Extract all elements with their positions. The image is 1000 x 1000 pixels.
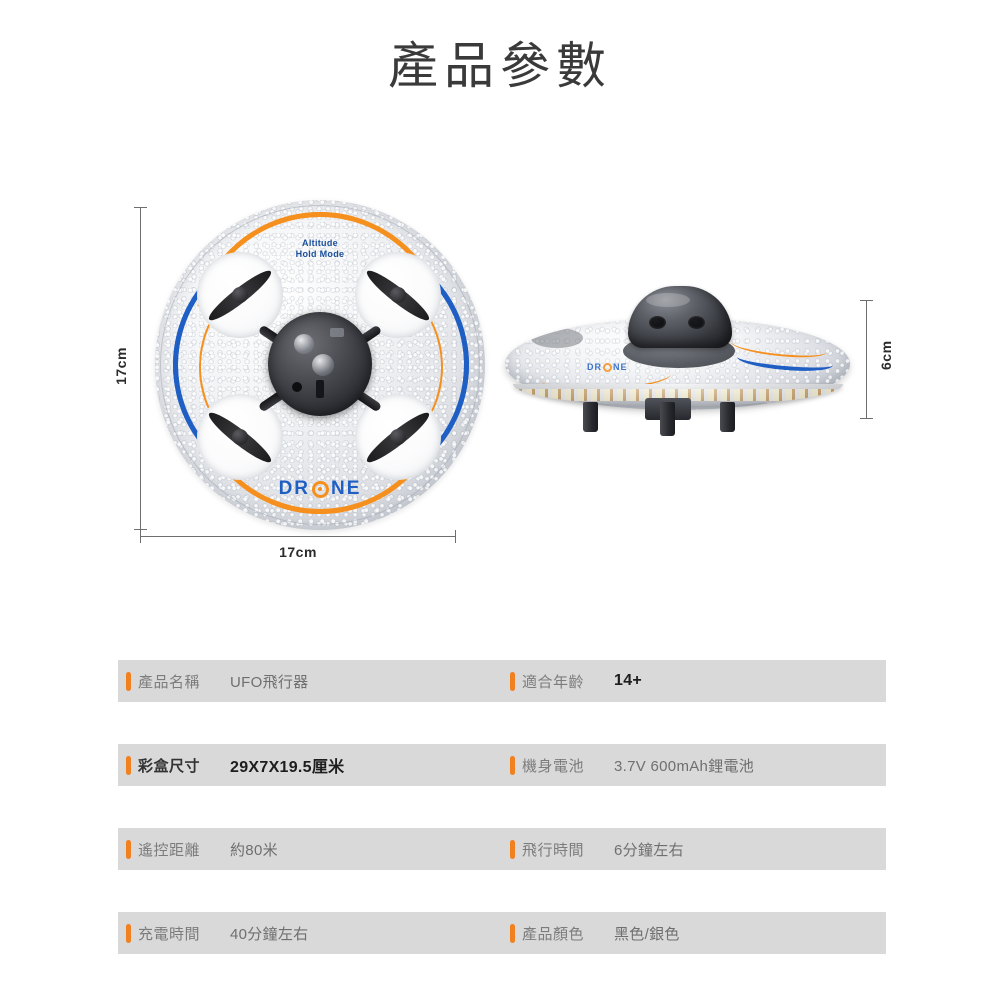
dimension-line-height-17cm — [140, 207, 141, 529]
spec-label: 遙控距離 — [138, 841, 201, 859]
spec-value: UFO飛行器 — [230, 673, 309, 691]
dimension-label-height-17cm: 17cm — [113, 347, 129, 385]
spec-cell-flight-time: 飛行時間 6分鐘左右 — [502, 828, 886, 870]
dimension-line-height-6cm — [866, 300, 867, 418]
drone-side-view-image: DR NE — [505, 278, 850, 438]
page-title: 產品參數 — [388, 38, 612, 94]
spec-value: 6分鐘左右 — [614, 841, 684, 859]
table-row: 彩盒尺寸 29X7X19.5厘米 機身電池 3.7V 600mAh鋰電池 — [118, 744, 886, 786]
dome-highlight — [646, 293, 690, 307]
sensor-lens-lower — [312, 354, 334, 376]
spec-label: 產品顏色 — [522, 925, 585, 943]
propeller-hub — [232, 429, 248, 445]
disc-rim — [160, 205, 480, 525]
dimension-tick-bottom — [134, 529, 147, 530]
propeller-hub — [390, 287, 406, 303]
orange-marker-icon — [126, 755, 131, 775]
spec-cell-box-size: 彩盒尺寸 29X7X19.5厘米 — [118, 744, 502, 786]
connector-slot — [316, 380, 324, 398]
propeller-hub — [390, 429, 406, 445]
spec-value: 約80米 — [230, 841, 278, 859]
dimension-tick-bottom-6cm — [860, 418, 873, 419]
propeller-bottom-right — [353, 392, 443, 482]
circuit-chip — [330, 328, 344, 337]
spec-label: 充電時間 — [138, 925, 201, 943]
drone-top-view-image: Altitude Hold Mode DR NE — [155, 200, 485, 530]
propeller-top-right — [353, 250, 443, 340]
spec-cell-charging-time: 充電時間 40分鐘左右 — [118, 912, 502, 954]
drone-body-disc: Altitude Hold Mode DR NE — [155, 200, 485, 530]
orange-marker-icon — [510, 923, 515, 943]
drone-brand-logo-side: DR NE — [587, 362, 628, 372]
cockpit-dome — [628, 286, 732, 348]
landing-leg-center — [660, 402, 675, 436]
spec-label: 機身電池 — [522, 757, 585, 775]
brand-logo-prefix: DR — [587, 362, 602, 372]
brand-logo-suffix: NE — [613, 362, 628, 372]
orange-marker-icon — [510, 839, 515, 859]
brand-logo-o-ring-icon — [603, 362, 612, 372]
dimension-label-width-17cm: 17cm — [279, 544, 317, 560]
brand-logo-suffix: NE — [331, 478, 362, 499]
dome-port-left — [649, 316, 666, 329]
table-row: 充電時間 40分鐘左右 產品顏色 黑色/銀色 — [118, 912, 886, 954]
dimension-tick-top — [134, 207, 147, 208]
specification-table: 產品名稱 UFO飛行器 適合年齡 14+ 彩盒尺寸 29X7X19.5厘米 機身… — [118, 660, 886, 954]
spec-label: 產品名稱 — [138, 673, 201, 691]
spec-cell-suitable-age: 適合年齡 14+ — [502, 660, 886, 702]
altitude-decal-line-2: Hold Mode — [295, 249, 345, 260]
table-row: 遙控距離 約80米 飛行時間 6分鐘左右 — [118, 828, 886, 870]
dimension-tick-left — [140, 530, 141, 543]
altitude-decal-line-1: Altitude — [302, 238, 338, 248]
hull-left-recess — [531, 328, 583, 348]
spec-label: 彩盒尺寸 — [138, 757, 201, 775]
brand-logo-o-ring-icon — [312, 480, 330, 498]
product-illustration-area: Altitude Hold Mode DR NE DR NE — [0, 160, 1000, 590]
spec-cell-product-name: 產品名稱 UFO飛行器 — [118, 660, 502, 702]
spec-value: 29X7X19.5厘米 — [230, 759, 345, 776]
sensor-dot — [292, 382, 302, 392]
propeller-bottom-left — [195, 392, 285, 482]
landing-leg-right — [720, 402, 735, 432]
orange-marker-icon — [126, 839, 131, 859]
sensor-lens-upper — [294, 334, 314, 354]
spec-label: 適合年齡 — [522, 673, 585, 691]
dimension-line-width-17cm — [140, 536, 456, 537]
propeller-hub — [232, 287, 248, 303]
orange-marker-icon — [126, 671, 131, 691]
led-light-strip — [513, 384, 843, 406]
landing-leg-left — [583, 402, 598, 432]
spec-cell-battery: 機身電池 3.7V 600mAh鋰電池 — [502, 744, 886, 786]
dome-port-right — [688, 316, 705, 329]
table-row: 產品名稱 UFO飛行器 適合年齡 14+ — [118, 660, 886, 702]
dimension-label-height-6cm: 6cm — [878, 340, 894, 370]
brand-logo-prefix: DR — [278, 478, 311, 499]
drone-brand-logo-top: DR NE — [155, 478, 485, 500]
orange-marker-icon — [510, 671, 515, 691]
altitude-hold-mode-decal: Altitude Hold Mode — [155, 238, 485, 261]
spec-label: 飛行時間 — [522, 841, 585, 859]
spec-cell-remote-distance: 遙控距離 約80米 — [118, 828, 502, 870]
spec-value: 14+ — [614, 672, 643, 689]
spec-value: 黑色/銀色 — [614, 925, 680, 943]
spec-value: 3.7V 600mAh鋰電池 — [614, 757, 755, 775]
dimension-tick-top-6cm — [860, 300, 873, 301]
orange-marker-icon — [126, 923, 131, 943]
dimension-tick-right — [455, 530, 456, 543]
orange-marker-icon — [510, 755, 515, 775]
propeller-top-left — [195, 250, 285, 340]
spec-cell-product-color: 產品顏色 黑色/銀色 — [502, 912, 886, 954]
spec-value: 40分鐘左右 — [230, 925, 309, 943]
drone-center-module — [268, 312, 372, 416]
